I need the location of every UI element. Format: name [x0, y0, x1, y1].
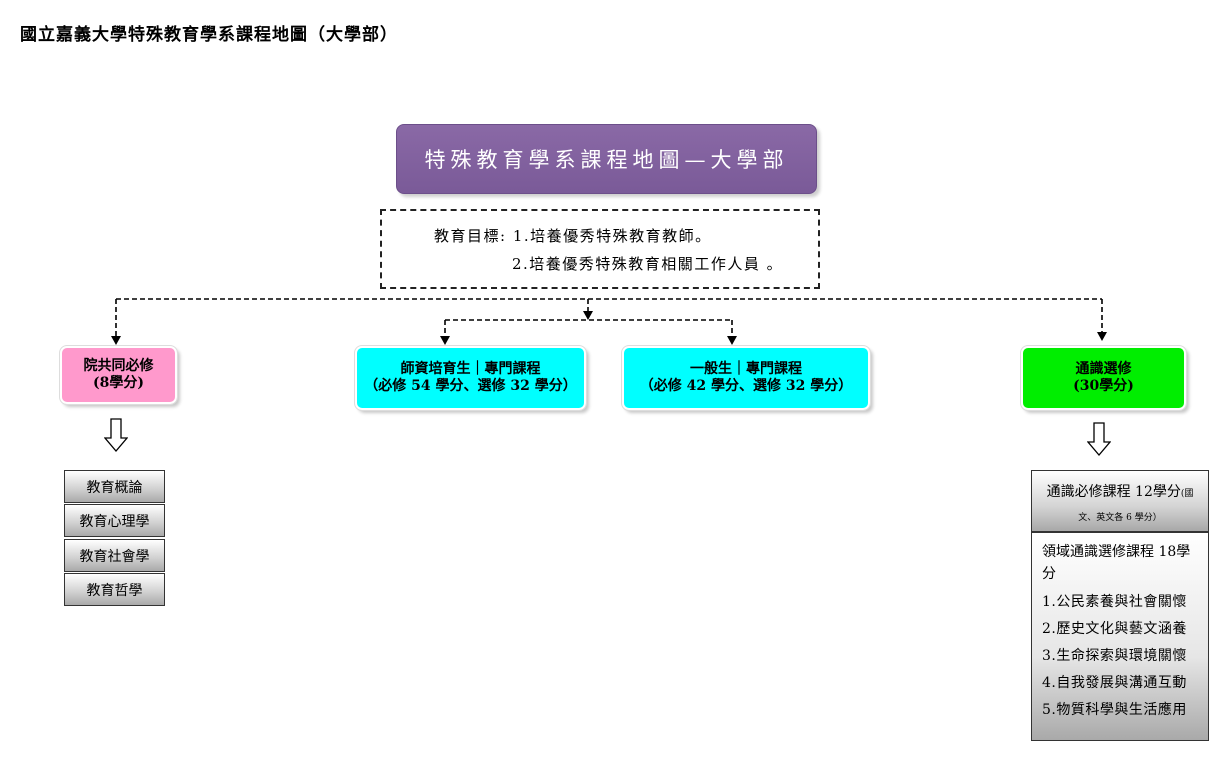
ged-area-item: 1.公民素養與社會關懷 — [1042, 594, 1187, 610]
ged-area-box: 領域通識選修課程 18學分 1.公民素養與社會關懷 2.歷史文化與藝文涵養 3.… — [1031, 532, 1209, 741]
course-item: 教育社會學 — [64, 539, 165, 572]
arrowhead-mid — [583, 311, 593, 320]
ged-area-item: 3.生命探索與環境關懷 — [1042, 648, 1187, 664]
arrowhead-ged — [1097, 332, 1107, 341]
category-college-required: 院共同必修 (8學分) — [59, 345, 178, 405]
arrowhead-college — [111, 336, 121, 345]
arrowheads — [111, 311, 1107, 345]
category-name: 一般生｜專門課程 — [690, 361, 802, 377]
ged-required-box: 通識必修課程 12學分(國 文、英文各 6 學分） — [1031, 470, 1209, 532]
course-item: 教育哲學 — [64, 573, 165, 606]
education-goals-box: 教育目標: 1.培養優秀特殊教育教師。 2.培養優秀特殊教育相關工作人員 。 — [380, 209, 820, 289]
category-credits: (30學分) — [1073, 378, 1134, 394]
course-item: 教育心理學 — [64, 504, 165, 537]
category-name: 院共同必修 — [83, 358, 154, 374]
category-teacher-training: 師資培育生｜專門課程 （必修 54 學分、選修 32 學分） — [354, 345, 587, 411]
category-name: 通識選修 — [1075, 361, 1132, 377]
down-arrow-icon — [104, 418, 128, 452]
ged-area-item: 5.物質科學與生活應用 — [1042, 702, 1187, 718]
category-credits: (8學分) — [93, 375, 144, 391]
category-general-education: 通識選修 (30學分) — [1020, 345, 1187, 411]
ged-area-item: 4.自我發展與溝通互動 — [1042, 675, 1187, 691]
main-title: 特殊教育學系課程地圖—大學部 — [396, 124, 817, 194]
category-name: 師資培育生｜專門課程 — [400, 361, 541, 377]
arrowhead-general — [727, 336, 737, 345]
category-credits: （必修 42 學分、選修 32 學分） — [639, 378, 853, 394]
category-general-student: 一般生｜專門課程 （必修 42 學分、選修 32 學分） — [621, 345, 871, 411]
ged-area-item: 2.歷史文化與藝文涵養 — [1042, 621, 1187, 637]
course-item: 教育概論 — [64, 470, 165, 503]
page-title: 國立嘉義大學特殊教育學系課程地圖（大學部） — [20, 25, 398, 45]
ged-required-main: 通識必修課程 12學分 — [1046, 484, 1181, 500]
ged-required-note-a: (國 — [1180, 489, 1194, 499]
category-credits: （必修 54 學分、選修 32 學分） — [364, 378, 577, 394]
arrowhead-teacher — [440, 336, 450, 345]
down-arrow-icon — [1087, 422, 1111, 456]
goal-line-1: 教育目標: 1.培養優秀特殊教育教師。 — [434, 227, 712, 245]
goal-line-2: 2.培養優秀特殊教育相關工作人員 。 — [512, 255, 784, 273]
ged-required-note-b: 文、英文各 6 學分） — [1078, 513, 1162, 523]
ged-area-title: 領域通識選修課程 18學分 — [1042, 544, 1191, 582]
